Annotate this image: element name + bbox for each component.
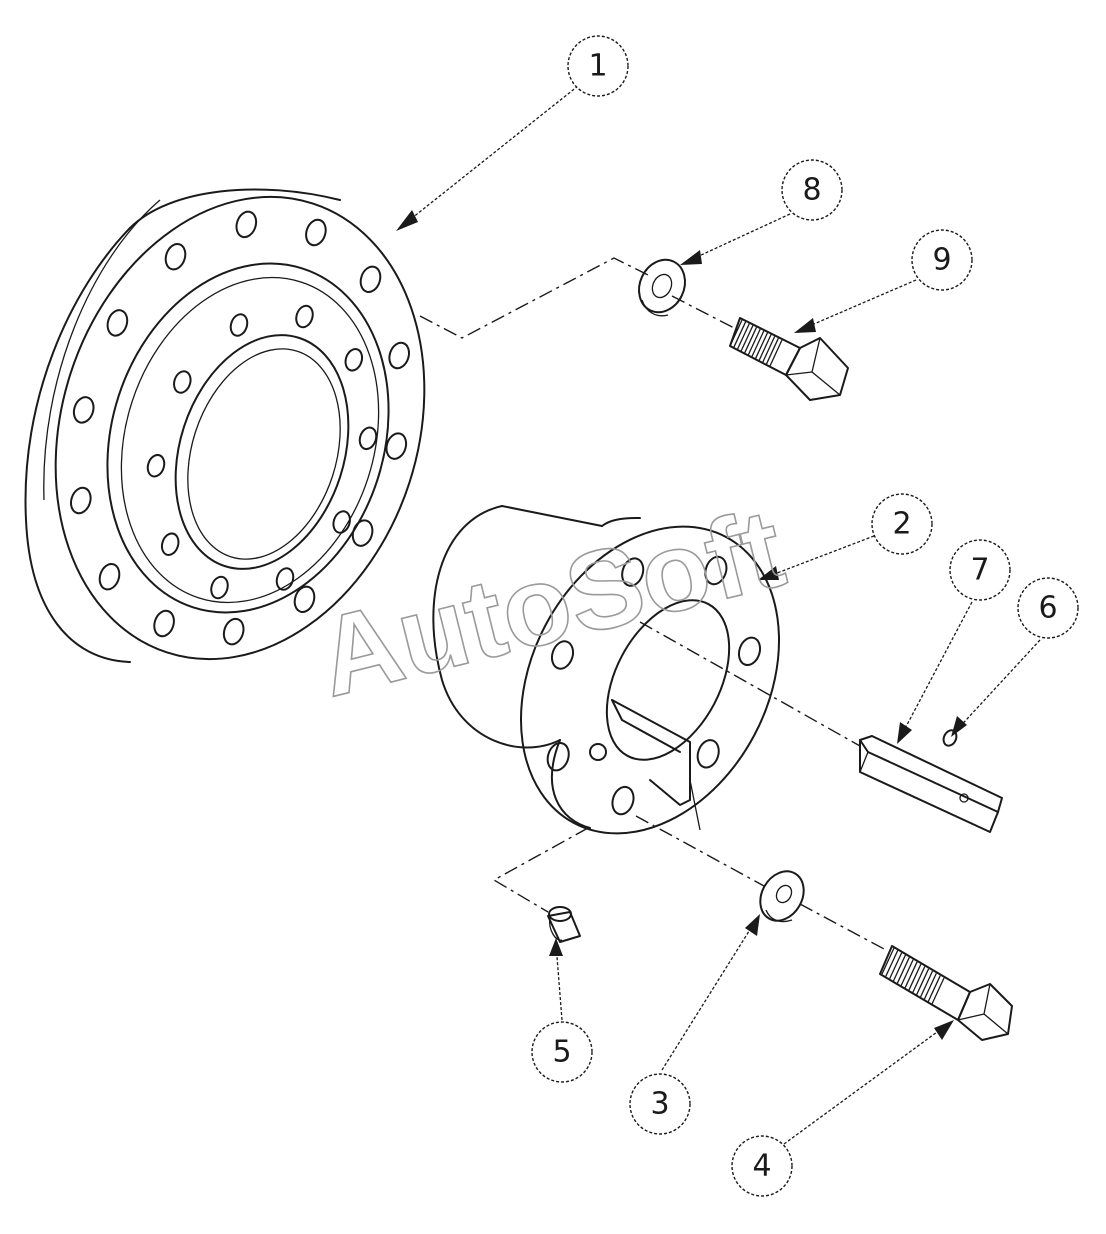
callout-5-label: 5 <box>552 1035 571 1070</box>
bolt-hole <box>222 617 245 646</box>
thread-line <box>916 968 930 996</box>
part-4-bolt <box>879 945 1013 1041</box>
thread-line <box>881 947 895 975</box>
bolt-hole <box>388 341 411 370</box>
callout-2-label: 2 <box>892 507 911 542</box>
bolt-hole <box>305 218 327 247</box>
callout-3: 3 <box>629 1073 691 1135</box>
bolt-hole <box>550 640 575 670</box>
bolt-hole <box>696 739 720 769</box>
thread-line <box>733 321 747 349</box>
bolt-hole <box>611 785 635 816</box>
leader-lines <box>396 85 1041 1145</box>
callout-1: 1 <box>567 35 629 97</box>
bolt-hole <box>164 242 187 271</box>
callout-8: 8 <box>781 159 843 221</box>
part-7-key <box>859 735 1003 833</box>
thread-line <box>896 956 910 984</box>
callout-8-label: 8 <box>802 173 821 208</box>
part-2-hub <box>432 505 780 835</box>
callout-2: 2 <box>871 493 933 555</box>
thread-line <box>747 328 761 356</box>
callout-1-label: 1 <box>588 49 607 84</box>
bolt-hole <box>72 396 95 424</box>
thread-line <box>751 330 765 358</box>
thread-line <box>758 334 772 361</box>
thread-line <box>736 323 750 350</box>
callout-6-label: 6 <box>1038 591 1057 626</box>
callout-4-label: 4 <box>752 1149 771 1184</box>
bolt-hole <box>621 557 645 587</box>
bolt-hole <box>235 210 258 239</box>
thread-line <box>908 963 922 991</box>
callout-3-label: 3 <box>650 1087 669 1122</box>
callout-6: 6 <box>1017 577 1079 639</box>
bolt-hole <box>146 453 166 478</box>
bolt-hole <box>293 585 316 614</box>
bolt-hole <box>359 265 382 294</box>
bolt-hole <box>737 636 762 666</box>
thread-line <box>912 966 926 993</box>
assembly-centerlines <box>419 257 887 951</box>
bolt-hole <box>160 532 180 556</box>
thread-line <box>919 970 934 998</box>
thread-line <box>740 325 754 352</box>
part-8-washer <box>638 258 686 317</box>
bolt-hole <box>106 309 129 337</box>
thread-line <box>769 339 783 367</box>
bolt-hole <box>385 432 408 460</box>
thread-line <box>743 327 758 354</box>
part-1-flange <box>24 188 426 663</box>
callout-7-label: 7 <box>970 553 989 588</box>
callout-9-label: 9 <box>932 243 951 278</box>
thread-line <box>927 975 941 1002</box>
callout-9: 9 <box>911 229 973 291</box>
bolt-hole <box>546 742 570 772</box>
part-9-bolt <box>729 317 849 401</box>
thread-line <box>889 952 903 979</box>
bolt-hole <box>229 313 249 337</box>
thread-line <box>762 336 776 363</box>
bolt-hole <box>153 609 175 638</box>
thread-line <box>931 977 945 1005</box>
bolt-hole <box>351 519 374 547</box>
thread-line <box>765 337 779 365</box>
bolt-hole <box>332 510 351 534</box>
bolt-hole <box>275 567 295 591</box>
callout-7: 7 <box>949 539 1011 601</box>
thread-line <box>892 954 907 982</box>
thread-line <box>729 319 743 347</box>
part-3-washer <box>759 870 805 923</box>
bolt-hole <box>344 348 364 372</box>
bolt-hole <box>704 555 728 586</box>
callout-5: 5 <box>531 1021 593 1083</box>
callout-4: 4 <box>731 1135 793 1197</box>
thread-line <box>900 959 914 986</box>
bolt-hole <box>358 426 378 451</box>
bolt-hole <box>173 370 192 394</box>
bolt-hole <box>69 486 92 515</box>
thread-line <box>754 332 769 359</box>
bolt-hole <box>210 575 229 600</box>
bolt-hole <box>295 304 314 329</box>
part-5-bushing <box>547 906 581 943</box>
thread-line <box>885 950 899 977</box>
bolt-hole <box>98 562 121 591</box>
thread-line <box>923 973 937 1000</box>
thread-line <box>904 961 918 989</box>
